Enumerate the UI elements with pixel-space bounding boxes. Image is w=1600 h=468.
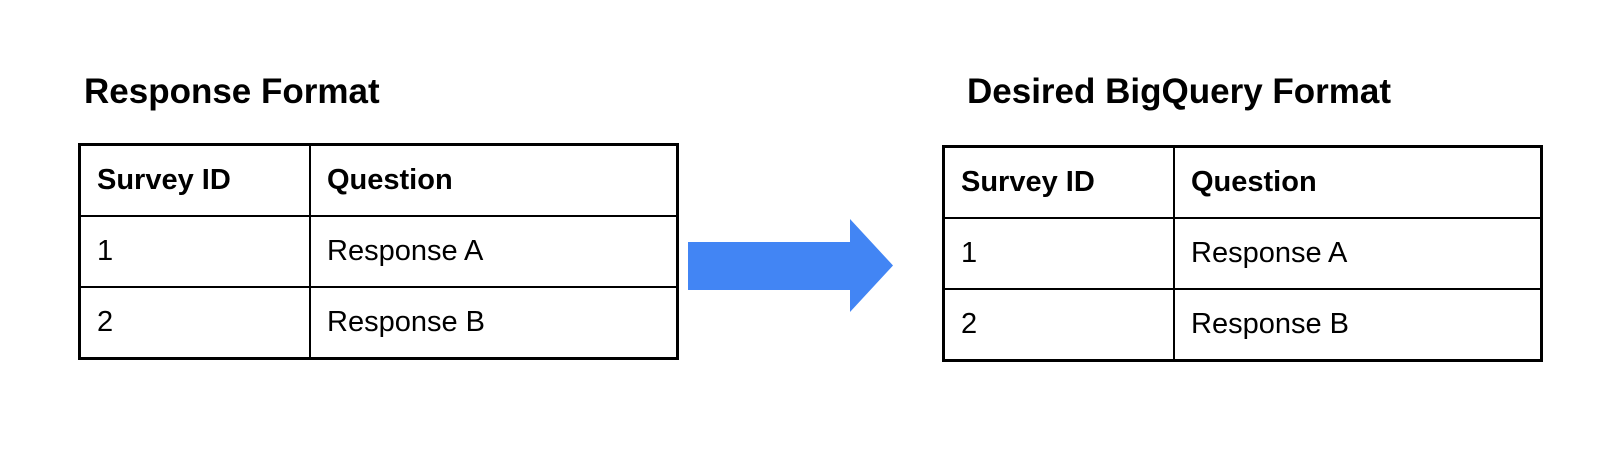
- response-format-table: Survey ID Question 1 Response A 2 Respon…: [78, 143, 679, 360]
- table-row: 1 Response A: [78, 215, 679, 288]
- left-table-title: Response Format: [84, 72, 380, 111]
- header-cell-question: Question: [1173, 145, 1543, 219]
- right-arrow-shape: [688, 219, 893, 312]
- cell-survey-id: 2: [78, 286, 311, 360]
- table-row: 2 Response B: [78, 286, 679, 360]
- cell-question: Response A: [1173, 217, 1543, 290]
- bigquery-format-table: Survey ID Question 1 Response A 2 Respon…: [942, 145, 1543, 362]
- cell-survey-id: 1: [78, 215, 311, 288]
- table-header-row: Survey ID Question: [942, 145, 1543, 219]
- right-table-title: Desired BigQuery Format: [967, 72, 1391, 111]
- cell-survey-id: 2: [942, 288, 1175, 362]
- table-row: 2 Response B: [942, 288, 1543, 362]
- right-arrow-icon: [688, 219, 893, 312]
- header-cell-question: Question: [309, 143, 679, 217]
- cell-survey-id: 1: [942, 217, 1175, 290]
- cell-question: Response B: [309, 286, 679, 360]
- header-cell-survey-id: Survey ID: [942, 145, 1175, 219]
- table-row: 1 Response A: [942, 217, 1543, 290]
- cell-question: Response A: [309, 215, 679, 288]
- table-header-row: Survey ID Question: [78, 143, 679, 217]
- header-cell-survey-id: Survey ID: [78, 143, 311, 217]
- cell-question: Response B: [1173, 288, 1543, 362]
